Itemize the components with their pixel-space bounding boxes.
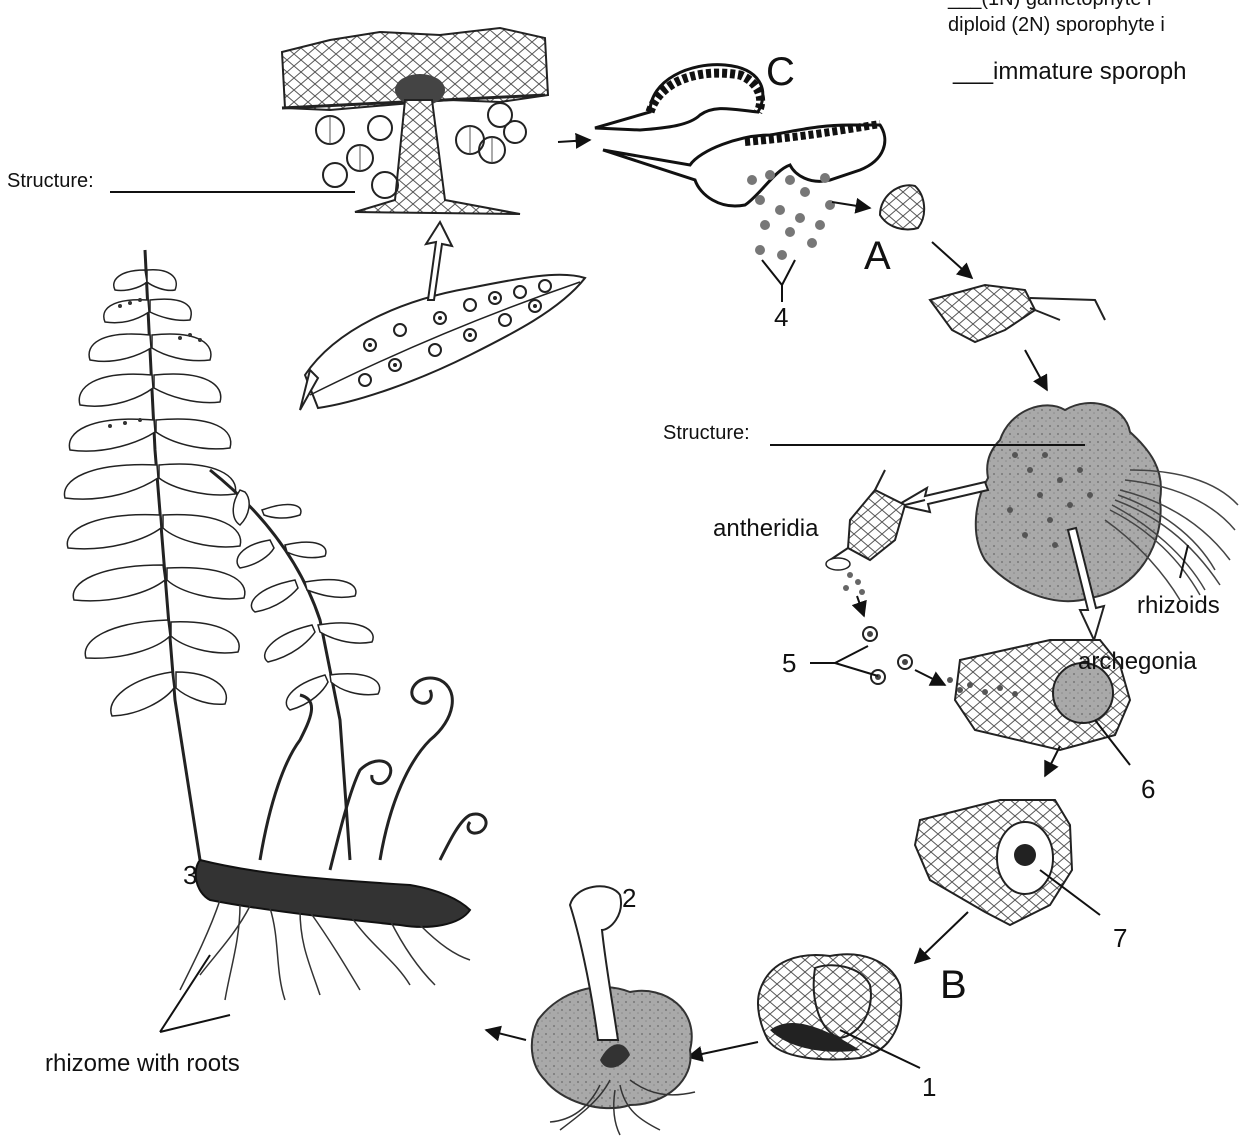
key-immature-sporophyte-text: ___immature sporoph — [953, 58, 1186, 86]
number-6: 6 — [1141, 774, 1155, 805]
arrow-sperm-to-archegonia — [915, 670, 945, 685]
arrow-to-spore — [832, 202, 870, 208]
number-3: 3 — [183, 860, 197, 891]
germinating-spore — [930, 285, 1105, 342]
archegonia-label: archegonia — [1078, 648, 1197, 676]
structure-label-top: Structure: — [7, 170, 94, 193]
hollow-arrow-to-antheridia — [898, 482, 988, 512]
arrow-to-embryo — [915, 912, 968, 963]
arrow-to-germinating — [932, 242, 972, 278]
pinna-with-sori — [300, 275, 585, 410]
prothallus — [976, 403, 1238, 601]
sorus-cross-section — [282, 28, 548, 214]
arrow-to-zygote — [1045, 746, 1060, 776]
rhizome-label: rhizome with roots — [45, 1050, 240, 1078]
arrow-to-prothallus — [1025, 350, 1047, 390]
structure-label-middle: Structure: — [663, 422, 750, 445]
rhizoids-label: rhizoids — [1137, 592, 1220, 620]
letter-c: C — [766, 50, 795, 95]
key-sporophyte-text: diploid (2N) sporophyte i — [948, 14, 1165, 37]
number-7: 7 — [1113, 923, 1127, 954]
embryo — [758, 954, 901, 1059]
letter-b: B — [940, 963, 967, 1008]
spore-a — [880, 185, 924, 229]
key-gametophyte-text: ___(1N) gametophyte i — [948, 0, 1151, 11]
hollow-arrow-up — [426, 222, 452, 300]
leader-lines — [110, 192, 1188, 1068]
antheridia-drawing — [826, 470, 925, 595]
number-2: 2 — [622, 883, 636, 914]
number-1: 1 — [922, 1072, 936, 1103]
arrow-to-young-sporophyte — [688, 1042, 758, 1057]
arrow-to-sporangia — [558, 140, 590, 142]
letter-a: A — [864, 234, 891, 279]
antheridia-label: antheridia — [713, 515, 818, 543]
young-sporophyte — [532, 886, 695, 1135]
sporangia — [595, 65, 885, 260]
arrow-to-sperm — [857, 596, 864, 616]
number-5: 5 — [782, 648, 796, 679]
zygote — [915, 800, 1072, 925]
arrow-to-mature-sporophyte — [486, 1030, 526, 1040]
number-4: 4 — [774, 302, 788, 333]
